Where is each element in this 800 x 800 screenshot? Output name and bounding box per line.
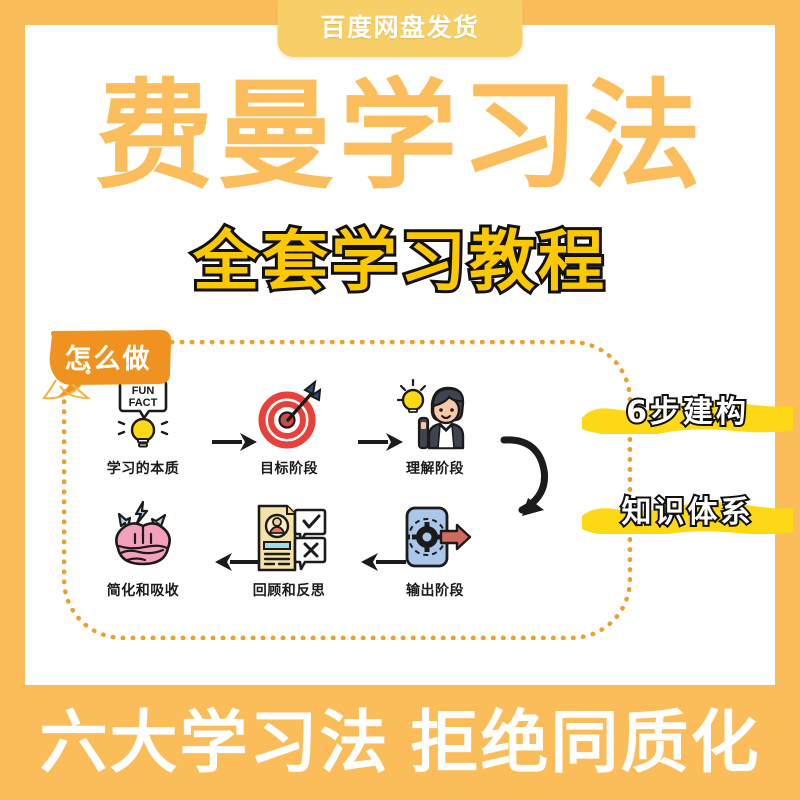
how-to-label: 怎么做	[64, 343, 152, 375]
flow-step-3-label: 理解阶段	[406, 461, 464, 477]
flow-arrow-left-2	[214, 552, 260, 577]
delivery-method-label: 百度网盘发货	[320, 14, 480, 42]
flow-step-5-label: 回顾和反思	[252, 583, 326, 599]
flow-step-2-label: 目标阶段	[260, 461, 318, 477]
flow-step-1-label: 学习的本质	[106, 461, 180, 477]
speech-bubble-shape	[42, 330, 172, 400]
document-review-icon	[234, 500, 344, 572]
delivery-method-tab: 百度网盘发货	[277, 0, 523, 57]
diagram-dotted-frame	[62, 340, 632, 640]
flow-step-6-label: 简化和吸收	[106, 583, 180, 599]
highlight-phrase-1: 6步建构	[580, 378, 795, 440]
page-title: 费曼学习法	[94, 71, 705, 203]
brush-stroke-shape	[582, 402, 793, 434]
flow-step-1: FUN FACT 学习的本质	[88, 378, 198, 478]
brush-stroke-shape-2	[582, 502, 793, 534]
fun-fact-line-2: FACT	[129, 397, 158, 409]
flow-step-6: 简化和吸收	[88, 500, 198, 600]
target-dartboard-icon	[234, 378, 344, 450]
learning-flow-diagram: FUN FACT 学习的本质	[62, 340, 622, 630]
flow-arrow-left-1	[360, 552, 406, 577]
flow-step-4: 输出阶段	[380, 500, 490, 600]
footer-slogan: 六大学习法 拒绝同质化	[39, 704, 761, 781]
phone-gear-output-icon	[380, 500, 490, 572]
footer-bar: 六大学习法 拒绝同质化	[0, 685, 800, 800]
highlight-phrase-1-label: 6步建构	[624, 393, 749, 432]
flow-step-2: 目标阶段	[234, 378, 344, 478]
brain-lightning-icon	[88, 500, 198, 572]
highlight-phrase-2: 知识体系	[580, 478, 795, 540]
person-idea-icon	[380, 378, 490, 450]
how-to-speech-bubble: 怎么做	[42, 328, 174, 400]
highlight-phrase-2-label: 知识体系	[620, 493, 754, 532]
fun-fact-lightbulb-icon: FUN FACT	[88, 378, 198, 450]
flow-arrow-right-1	[212, 432, 258, 457]
page-subtitle: 全套学习教程	[190, 224, 607, 298]
flow-curved-arrow	[492, 430, 562, 527]
fun-fact-line-1: FUN	[132, 385, 155, 397]
flow-step-4-label: 输出阶段	[406, 583, 464, 599]
flow-step-5: 回顾和反思	[234, 500, 344, 600]
flow-step-3: 理解阶段	[380, 378, 490, 478]
flow-arrow-right-2	[358, 432, 404, 457]
